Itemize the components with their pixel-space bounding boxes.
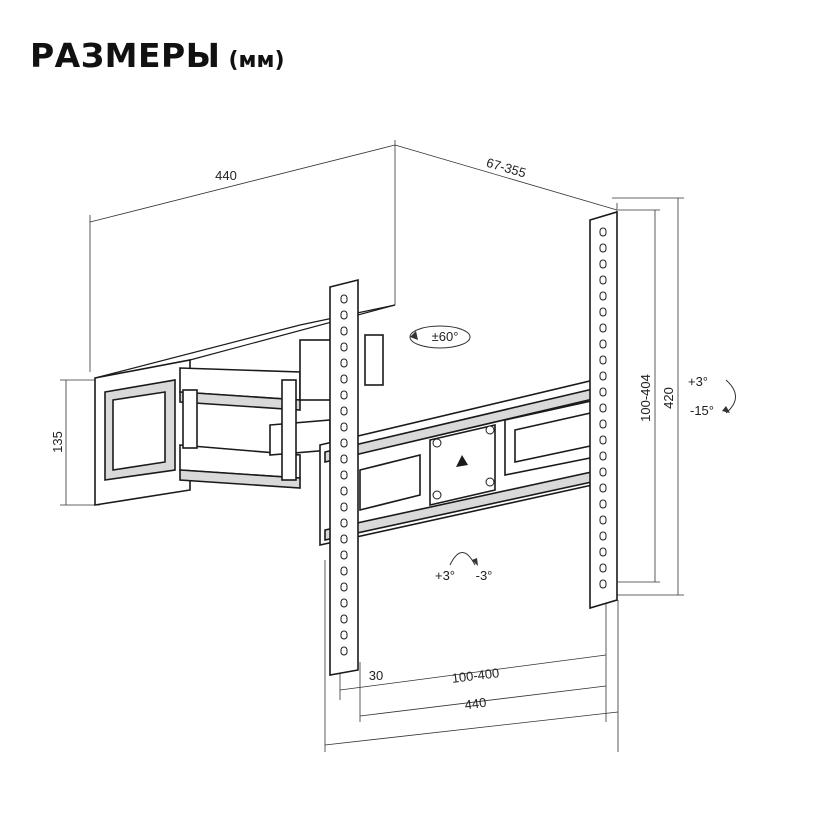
rail-slot: [340, 518, 348, 528]
angle-tilt-up: +3°: [688, 374, 708, 389]
cross-bar: [319, 373, 616, 546]
rail-slot: [599, 371, 607, 381]
rail-slot: [599, 531, 607, 541]
rail-slot: [340, 630, 348, 640]
rail-slot: [340, 310, 348, 320]
rail-slot: [340, 486, 348, 496]
rail-slot: [340, 358, 348, 368]
rail-slot: [599, 467, 607, 477]
swing-arms: [179, 334, 384, 489]
rail-slot: [599, 275, 607, 285]
rail-slot: [340, 422, 348, 432]
title-main: РАЗМЕРЫ: [30, 36, 221, 75]
rail-slot: [599, 515, 607, 525]
dim-extension: 67-355: [485, 155, 528, 181]
rail-slot: [599, 579, 607, 589]
rail-slot: [340, 406, 348, 416]
rail-slot: [340, 502, 348, 512]
rail-slot: [599, 451, 607, 461]
rail-slot: [599, 563, 607, 573]
rail-slot: [340, 374, 348, 384]
angle-level-minus: -3°: [476, 568, 493, 583]
dimension-lines: [60, 140, 684, 752]
rail-slot: [599, 387, 607, 397]
rail-slot: [599, 435, 607, 445]
rail-slot: [599, 419, 607, 429]
rail-slot: [599, 243, 607, 253]
rail-slot: [599, 355, 607, 365]
title-unit: (мм): [228, 48, 285, 73]
rail-slot: [599, 499, 607, 509]
rail-slot: [340, 550, 348, 560]
dim-rail-width: 30: [369, 668, 383, 683]
rail-slot: [340, 614, 348, 624]
dim-bracket-height: 420: [661, 387, 676, 409]
rail-slot: [340, 534, 348, 544]
rail-slot: [599, 483, 607, 493]
rail-slot: [340, 390, 348, 400]
rail-slot: [599, 547, 607, 557]
rail-slot: [340, 470, 348, 480]
dim-vesa-vertical: 100-404: [638, 374, 653, 422]
rail-slot: [340, 582, 348, 592]
wall-plate: [94, 304, 396, 506]
rail-slot: [340, 598, 348, 608]
dim-wall-width: 440: [215, 168, 237, 183]
rail-slot: [340, 438, 348, 448]
tilt-arrow-icon: [722, 379, 736, 414]
rail-slot: [599, 403, 607, 413]
rail-slot: [340, 326, 348, 336]
dim-vesa-horizontal: 100-400: [451, 665, 500, 686]
angle-tilt-down: -15°: [690, 403, 714, 418]
rail-slot: [340, 566, 348, 576]
rail-slot: [340, 454, 348, 464]
page-title: РАЗМЕРЫ (мм): [30, 36, 285, 75]
rail-slot: [340, 646, 348, 656]
rail-slot: [599, 291, 607, 301]
angle-level-plus: +3°: [435, 568, 455, 583]
rail-slot: [340, 342, 348, 352]
rail-slot: [599, 339, 607, 349]
rail-slot: [599, 259, 607, 269]
level-rotate-icon: [449, 552, 478, 566]
dim-bracket-width: 440: [464, 695, 487, 713]
rotate-arrow-icon: [409, 325, 471, 349]
rail-slot: [599, 323, 607, 333]
vertical-rails: [329, 210, 618, 676]
rail-slot: [340, 294, 348, 304]
rail-slot: [599, 307, 607, 317]
dim-wall-plate-height: 135: [50, 431, 65, 453]
rail-slot: [599, 227, 607, 237]
angle-swivel: ±60°: [432, 329, 459, 344]
